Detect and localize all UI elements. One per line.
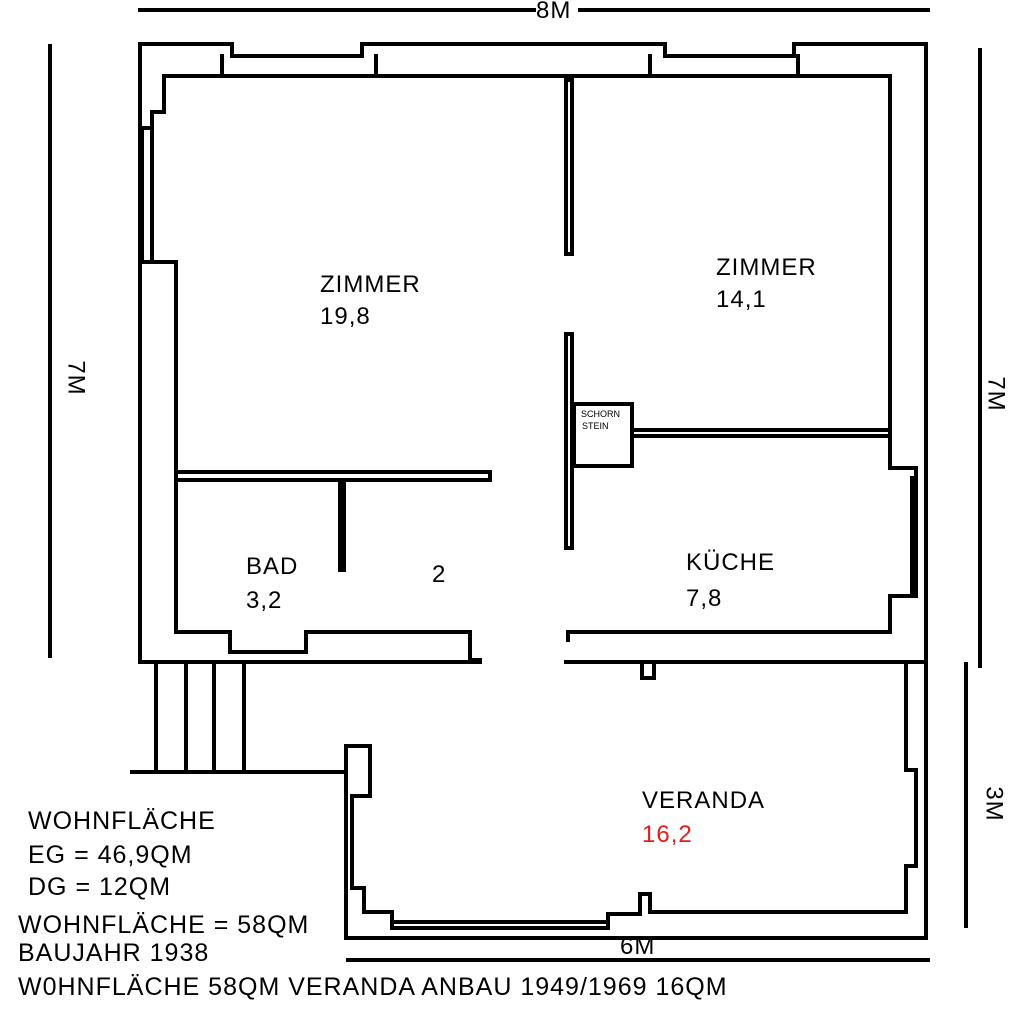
room-area-bad: 3,2 bbox=[246, 587, 283, 614]
summary-line-anbau: W0HNFLÄCHE 58QM VERANDA ANBAU 1949/1969 … bbox=[18, 973, 728, 1001]
room-name-zimmer-left: ZIMMER bbox=[320, 271, 421, 298]
room-name-veranda: VERANDA bbox=[642, 787, 766, 814]
summary-line-baujahr: BAUJAHR 1938 bbox=[18, 939, 210, 967]
room-name-bad: BAD bbox=[246, 553, 299, 580]
dimension-label-left: 7M bbox=[62, 360, 90, 396]
room-area-veranda: 16,2 bbox=[642, 821, 693, 848]
hall-number: 2 bbox=[432, 561, 447, 588]
room-area-zimmer-right: 14,1 bbox=[716, 286, 767, 313]
summary-line-dg: DG = 12QM bbox=[28, 873, 172, 901]
room-name-zimmer-right: ZIMMER bbox=[716, 254, 817, 281]
room-area-kueche: 7,8 bbox=[686, 585, 723, 612]
room-name-kueche: KÜCHE bbox=[686, 549, 776, 576]
summary-line-eg: EG = 46,9QM bbox=[28, 841, 193, 869]
room-area-zimmer-left: 19,8 bbox=[320, 303, 371, 330]
summary-line-total: WOHNFLÄCHE = 58QM bbox=[18, 911, 310, 939]
stairs bbox=[130, 660, 348, 774]
interior-walls bbox=[176, 78, 892, 572]
outer-walls bbox=[138, 42, 928, 680]
dimension-label-right-lower: 3M bbox=[980, 786, 1008, 822]
dimension-label-bottom: 6M bbox=[620, 933, 656, 960]
dimension-label-top: 8M bbox=[536, 0, 572, 24]
dimension-lines bbox=[48, 8, 982, 962]
chimney-label-line1: SCHORN bbox=[581, 409, 621, 419]
summary-line-wohnflaeche: WOHNFLÄCHE bbox=[28, 807, 216, 835]
chimney-label-line2: STEIN bbox=[582, 421, 609, 431]
dimension-label-right-upper: 7M bbox=[982, 376, 1010, 412]
veranda-walls bbox=[344, 660, 928, 940]
